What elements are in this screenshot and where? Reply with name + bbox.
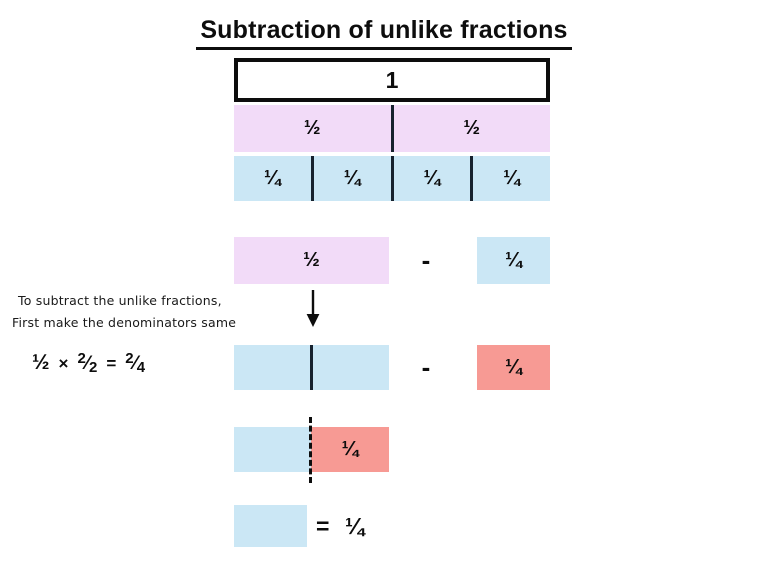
quarters-cell: ¼ bbox=[264, 167, 281, 189]
equation-result-numerator: 2 bbox=[125, 350, 134, 367]
page-title-text: Subtraction of unlike fractions bbox=[196, 16, 572, 50]
divider-line bbox=[390, 156, 394, 201]
quarters-cell: ¼ bbox=[343, 167, 361, 189]
row4-combined-bar: ¼ bbox=[234, 417, 389, 483]
divider-line bbox=[390, 105, 394, 152]
equation-second-denominator: 2 bbox=[88, 359, 98, 376]
row5-result-label: ¼ bbox=[345, 512, 365, 539]
whole-unit-label: 1 bbox=[385, 66, 399, 93]
page-title: Subtraction of unlike fractions bbox=[0, 16, 768, 50]
row5-equals-operator: = bbox=[316, 512, 330, 539]
row2-quarter-bar: ¼ bbox=[477, 237, 550, 284]
equation-result-slash: ⁄ bbox=[133, 353, 137, 374]
row3-minus-operator: - bbox=[421, 352, 431, 382]
row4-removed-part: ¼ bbox=[311, 427, 389, 472]
row4-removed-label: ¼ bbox=[341, 438, 359, 460]
row3-left-cell bbox=[234, 345, 310, 390]
divider-line bbox=[310, 156, 314, 201]
halves-cell: ½ bbox=[463, 117, 481, 139]
row2-half-label: ½ bbox=[303, 249, 320, 271]
equation-first-fraction: ½ bbox=[32, 351, 50, 374]
quarters-bar: ¼ ¼ ¼ ¼ bbox=[234, 156, 550, 201]
instruction-note-line1: To subtract the unlike fractions, bbox=[18, 293, 222, 308]
quarters-cell: ¼ bbox=[503, 167, 520, 189]
row3-right-cell bbox=[313, 345, 389, 390]
divider-line bbox=[310, 345, 313, 390]
equation-result-denominator: 4 bbox=[136, 359, 146, 376]
equation-times-operator: × bbox=[58, 354, 69, 373]
whole-unit-bar: 1 bbox=[234, 58, 550, 102]
row3-converted-bar bbox=[234, 345, 389, 390]
instruction-note: To subtract the unlike fractions, First … bbox=[12, 290, 268, 334]
halves-bar: ½ ½ bbox=[234, 105, 550, 152]
halves-cell: ½ bbox=[303, 117, 321, 139]
row3-subtrahend-label: ¼ bbox=[505, 356, 522, 378]
row2-minus-operator: - bbox=[421, 245, 431, 275]
down-arrow-icon bbox=[303, 290, 323, 328]
equation-second-numerator: 2 bbox=[77, 350, 86, 367]
equation-equals-operator: = bbox=[106, 354, 117, 373]
row2-half-bar: ½ bbox=[234, 237, 389, 284]
row5-result-bar bbox=[234, 505, 307, 547]
row4-remaining-part bbox=[234, 427, 311, 472]
quarters-cell: ¼ bbox=[423, 167, 441, 189]
dashed-divider-line bbox=[309, 417, 312, 483]
divider-line bbox=[470, 156, 474, 201]
equation-second-slash: ⁄ bbox=[85, 353, 89, 374]
instruction-note-line2: First make the denominators same bbox=[12, 314, 237, 330]
row3-subtrahend-bar: ¼ bbox=[477, 345, 550, 390]
row2-quarter-label: ¼ bbox=[505, 249, 522, 271]
conversion-equation: ½×2⁄2=2⁄4 bbox=[32, 350, 145, 376]
